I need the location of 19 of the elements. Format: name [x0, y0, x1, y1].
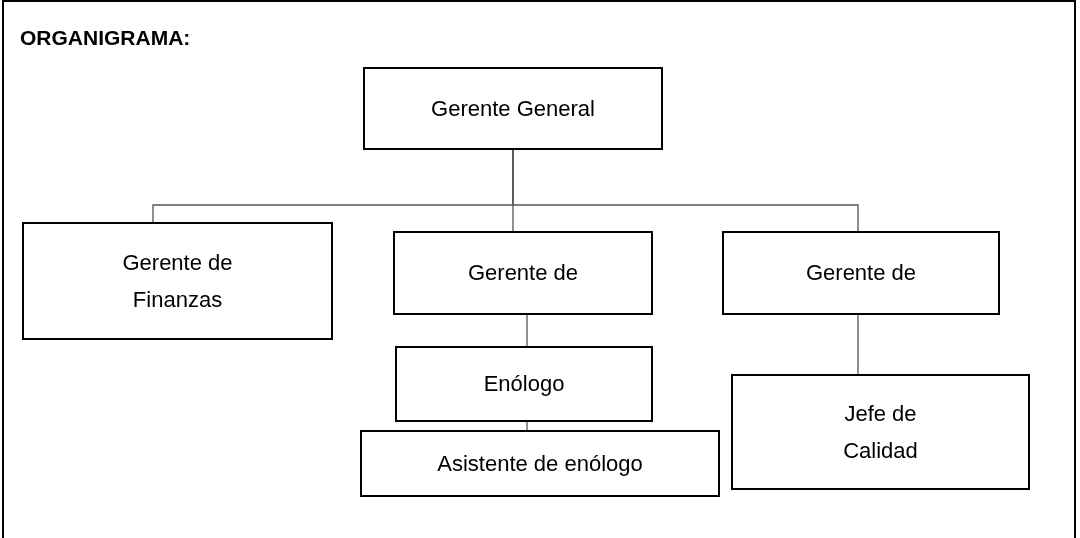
- position-title: Enólogo: [483, 370, 565, 399]
- org-box: [363, 67, 663, 150]
- org-box: [722, 231, 1000, 315]
- org-box: [22, 222, 333, 340]
- connector-line: [512, 149, 859, 232]
- diagram-title: ORGANIGRAMA:: [20, 26, 191, 50]
- position-title: Gerente de Finanzas: [121, 248, 234, 314]
- position-title: Gerente de: [805, 259, 917, 288]
- connector-line: [526, 314, 528, 347]
- connector-line: [526, 421, 528, 431]
- org-box: [393, 231, 653, 315]
- position-title: Jefe de Calidad: [842, 399, 919, 465]
- org-box: [395, 346, 653, 422]
- org-box: [360, 430, 720, 497]
- connector-line: [857, 314, 859, 375]
- org-box: [731, 374, 1030, 490]
- position-title: Asistente de enólogo: [437, 449, 643, 478]
- position-title: Gerente General: [431, 94, 595, 123]
- position-title: Gerente de: [467, 259, 579, 288]
